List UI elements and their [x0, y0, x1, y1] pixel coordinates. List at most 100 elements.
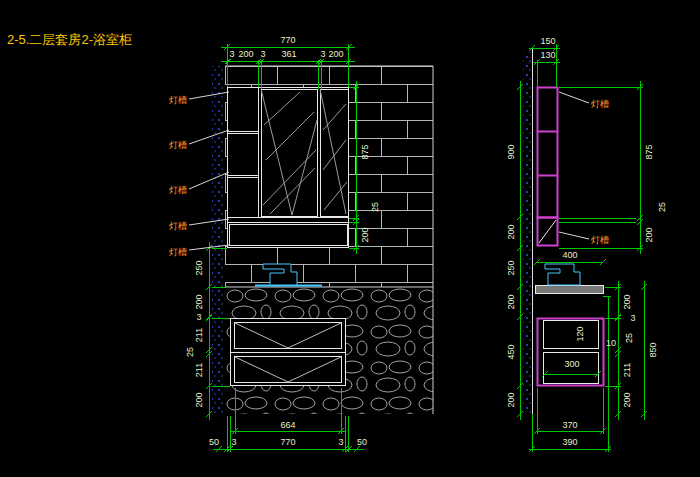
dimension-lines — [206, 44, 647, 452]
side-wall — [523, 52, 531, 414]
dimension-text: 200 — [506, 294, 517, 309]
mirror-cabinet — [262, 90, 318, 217]
dimension-text: 875 — [644, 144, 655, 159]
dimension-text: 400 — [562, 250, 577, 261]
dimension-text: 130 — [540, 50, 555, 61]
dimension-text: 25 — [370, 202, 381, 212]
dimension-text: 211 — [194, 328, 205, 342]
dimension-text: 211 — [194, 363, 205, 377]
dimension-text: 10 — [606, 338, 616, 349]
dimension-text: 875 — [360, 144, 371, 159]
dimension-text: 200 — [622, 294, 633, 309]
leader-lines — [559, 92, 589, 239]
dimension-text: 770 — [280, 35, 295, 46]
side-mirror-cabinet — [537, 88, 558, 246]
dimension-lines — [221, 59, 355, 89]
side-vanity-cabinet — [538, 319, 604, 386]
callout-label: 灯槽 — [169, 221, 187, 232]
dimension-text: 3 — [229, 49, 234, 60]
dimension-lines — [533, 59, 560, 87]
side-countertop — [545, 264, 580, 285]
vanity-cabinet — [235, 323, 342, 349]
dimension-lines — [517, 81, 523, 420]
dimension-text: 50 — [209, 437, 219, 448]
dimension-lines — [349, 81, 359, 254]
dimension-text: 450 — [506, 344, 517, 359]
dimension-text: 25 — [657, 202, 668, 212]
callout-label: 灯槽 — [169, 247, 187, 258]
dimension-text: 211 — [622, 363, 633, 377]
dimension-lines — [605, 281, 621, 420]
dimension-text: 3 — [630, 313, 635, 324]
vanity-cabinet — [235, 357, 342, 383]
mirror-cabinet — [228, 88, 349, 248]
dimension-text: 120 — [575, 326, 586, 341]
dimension-text: 200 — [194, 294, 205, 309]
side-vanity-cabinet — [544, 321, 599, 349]
countertop-and-faucet — [263, 264, 297, 285]
dimension-text: 25 — [624, 333, 635, 343]
callout-label: 灯槽 — [169, 185, 187, 196]
callout-label: 灯槽 — [591, 235, 609, 246]
dimension-text: 200 — [644, 227, 655, 242]
vanity-cabinet — [230, 352, 345, 353]
mirror-cabinet — [230, 225, 348, 246]
dimension-text: 250 — [194, 260, 205, 275]
side-wall — [532, 48, 533, 414]
dimension-lines — [534, 259, 606, 265]
dimension-text: 200 — [506, 224, 517, 239]
dimension-lines — [221, 44, 355, 87]
vanity-cabinet — [231, 319, 346, 386]
dimension-text: 770 — [280, 437, 295, 448]
dimension-text: 200 — [506, 392, 517, 407]
dimension-text: 900 — [506, 144, 517, 159]
dimension-lines — [641, 281, 647, 420]
callout-label: 灯槽 — [169, 95, 187, 106]
side-wall — [523, 48, 533, 414]
dimension-text: 300 — [564, 359, 579, 370]
front-wall — [212, 66, 433, 414]
dimension-text: 390 — [562, 437, 577, 448]
dimension-lines — [529, 44, 560, 87]
dimension-lines — [529, 296, 611, 452]
dimension-text: 3 — [231, 437, 236, 448]
dimension-text: 200 — [622, 392, 633, 407]
dimension-text: 664 — [280, 420, 295, 431]
dimension-lines — [559, 81, 643, 254]
dimension-text: 200 — [360, 227, 371, 242]
dimension-text: 25 — [185, 347, 196, 357]
callout-label: 灯槽 — [591, 99, 609, 110]
vanity-cabinet — [235, 323, 341, 382]
mirror-cabinet — [321, 90, 349, 217]
side-vanity-cabinet — [538, 319, 604, 386]
dimension-lines — [213, 416, 364, 452]
mirror-cabinet — [261, 89, 347, 215]
side-countertop — [536, 286, 604, 294]
dimension-text: 3 — [338, 437, 343, 448]
mirror-cabinet — [320, 89, 347, 214]
dimension-text: 200 — [238, 49, 253, 60]
mirror-cabinet — [227, 87, 349, 248]
front-wall — [225, 66, 433, 414]
front-wall — [212, 66, 224, 414]
dimension-lines — [206, 242, 230, 420]
dimension-text: 361 — [281, 49, 296, 60]
drawing-title: 2-5.二层套房2-浴室柜 — [7, 32, 132, 47]
dimension-lines — [542, 371, 601, 377]
side-mirror-cabinet — [538, 218, 558, 246]
side-mirror-cabinet — [537, 132, 557, 176]
dimension-text: 3 — [196, 312, 201, 323]
side-vanity-cabinet — [544, 353, 599, 384]
front-wall — [225, 287, 433, 414]
dimension-text: 3 — [260, 49, 265, 60]
side-countertop — [536, 264, 604, 294]
front-wall — [225, 66, 433, 287]
mirror-cabinet — [227, 87, 349, 223]
dimension-text: 200 — [328, 49, 343, 60]
dimension-text: 150 — [540, 36, 555, 47]
mirror-cabinet — [261, 89, 317, 215]
dimension-text: 850 — [648, 342, 659, 357]
dimension-text: 250 — [506, 260, 517, 275]
vanity-cabinet — [230, 319, 346, 386]
